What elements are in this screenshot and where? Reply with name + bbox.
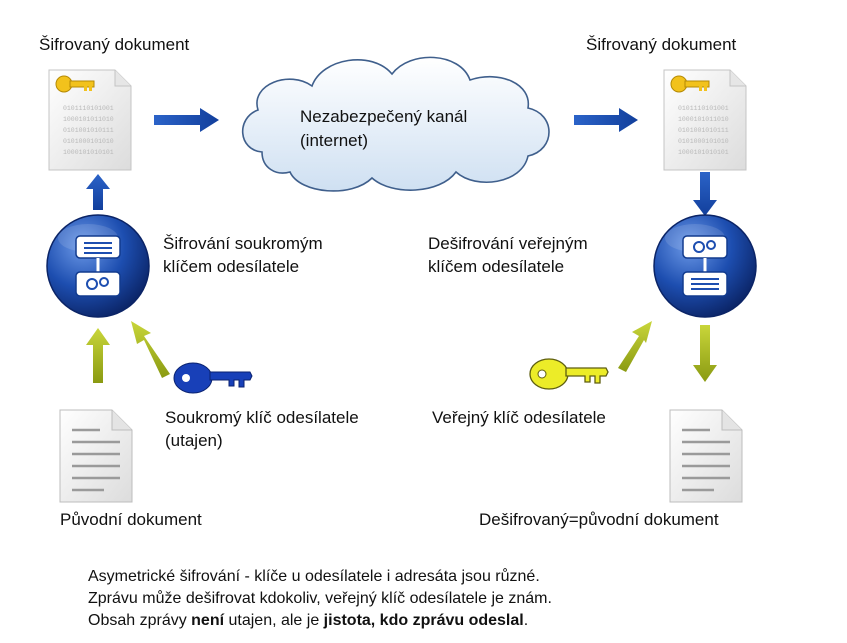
arrow-decryption-to-output: [693, 325, 717, 382]
note-emphasis-certainty: jistota, kdo zprávu odeslal: [323, 612, 524, 629]
original-doc-icon: [59, 409, 133, 503]
svg-text:0101001010111: 0101001010111: [678, 127, 729, 134]
receiver-encrypted-doc-icon: 0101110101001 1000101011010 010100101011…: [663, 69, 747, 171]
svg-text:1000101010101: 1000101010101: [63, 149, 114, 156]
internet-cloud-icon: [241, 56, 550, 192]
decrypted-doc-label: Dešifrovaný=původní dokument: [479, 510, 719, 529]
arrow-up-to-encrypted-doc: [86, 174, 110, 210]
decryption-process-icon: [653, 214, 757, 318]
svg-text:0101000101010: 0101000101010: [63, 138, 114, 145]
svg-text:0101110101001: 0101110101001: [63, 105, 114, 112]
arrow-to-channel: [154, 108, 219, 132]
note-line-2: Zprávu může dešifrovat kdokoliv, veřejný…: [88, 590, 552, 607]
private-key-label-line2: (utajen): [165, 431, 223, 450]
receiver-encrypted-doc-label: Šifrovaný dokument: [586, 35, 737, 54]
note-line-3-part-e: .: [523, 612, 529, 629]
public-key-icon: [529, 358, 609, 390]
svg-text:0101110101001: 0101110101001: [678, 105, 729, 112]
encrypt-step-line2: klíčem odesílatele: [163, 257, 300, 276]
sender-encrypted-doc-label: Šifrovaný dokument: [39, 35, 190, 54]
public-key-label: Veřejný klíč odesílatele: [432, 408, 606, 427]
doc-key-icon: [55, 75, 95, 93]
decrypt-step-line1: Dešifrování veřejným: [428, 234, 588, 253]
svg-text:0101001010111: 0101001010111: [63, 127, 114, 134]
arrow-public-key-to-decryption: [618, 321, 652, 372]
note-line-3: Obsah zprávy není utajen, ale je jistota…: [88, 610, 528, 632]
note-line-1: Asymetrické šifrování - klíče u odesílat…: [88, 568, 540, 585]
doc-key-icon: [670, 75, 710, 93]
svg-text:1000101011010: 1000101011010: [678, 116, 729, 123]
svg-text:0101000101010: 0101000101010: [678, 138, 729, 145]
decrypted-doc-icon: [669, 409, 743, 503]
svg-text:1000101010101: 1000101010101: [678, 149, 729, 156]
channel-label-line2: (internet): [300, 131, 369, 150]
arrow-from-channel: [574, 108, 638, 132]
arrow-down-to-decryption: [693, 172, 717, 216]
private-key-icon: [173, 362, 253, 394]
note-line-3-part-c: utajen, ale je: [224, 612, 324, 629]
encrypt-step-line1: Šifrování soukromým: [163, 234, 323, 253]
encryption-process-icon: [46, 214, 150, 318]
svg-text:1000101011010: 1000101011010: [63, 116, 114, 123]
note-emphasis-not: není: [191, 612, 225, 629]
original-doc-label: Původní dokument: [60, 510, 202, 529]
channel-label-line1: Nezabezpečený kanál: [300, 107, 468, 126]
arrow-private-key-to-encryption: [131, 321, 170, 378]
sender-encrypted-doc-icon: 0101110101001 1000101011010 010100101011…: [48, 69, 132, 171]
decrypt-step-line2: klíčem odesílatele: [428, 257, 565, 276]
arrow-original-to-encryption: [86, 328, 110, 383]
private-key-label-line1: Soukromý klíč odesílatele: [165, 408, 359, 427]
cipher-text: 0101110101001 1000101011010 010100101011…: [63, 105, 114, 156]
note-line-3-part-a: Obsah zprávy: [88, 612, 192, 629]
cipher-text: 0101110101001 1000101011010 010100101011…: [678, 105, 729, 156]
